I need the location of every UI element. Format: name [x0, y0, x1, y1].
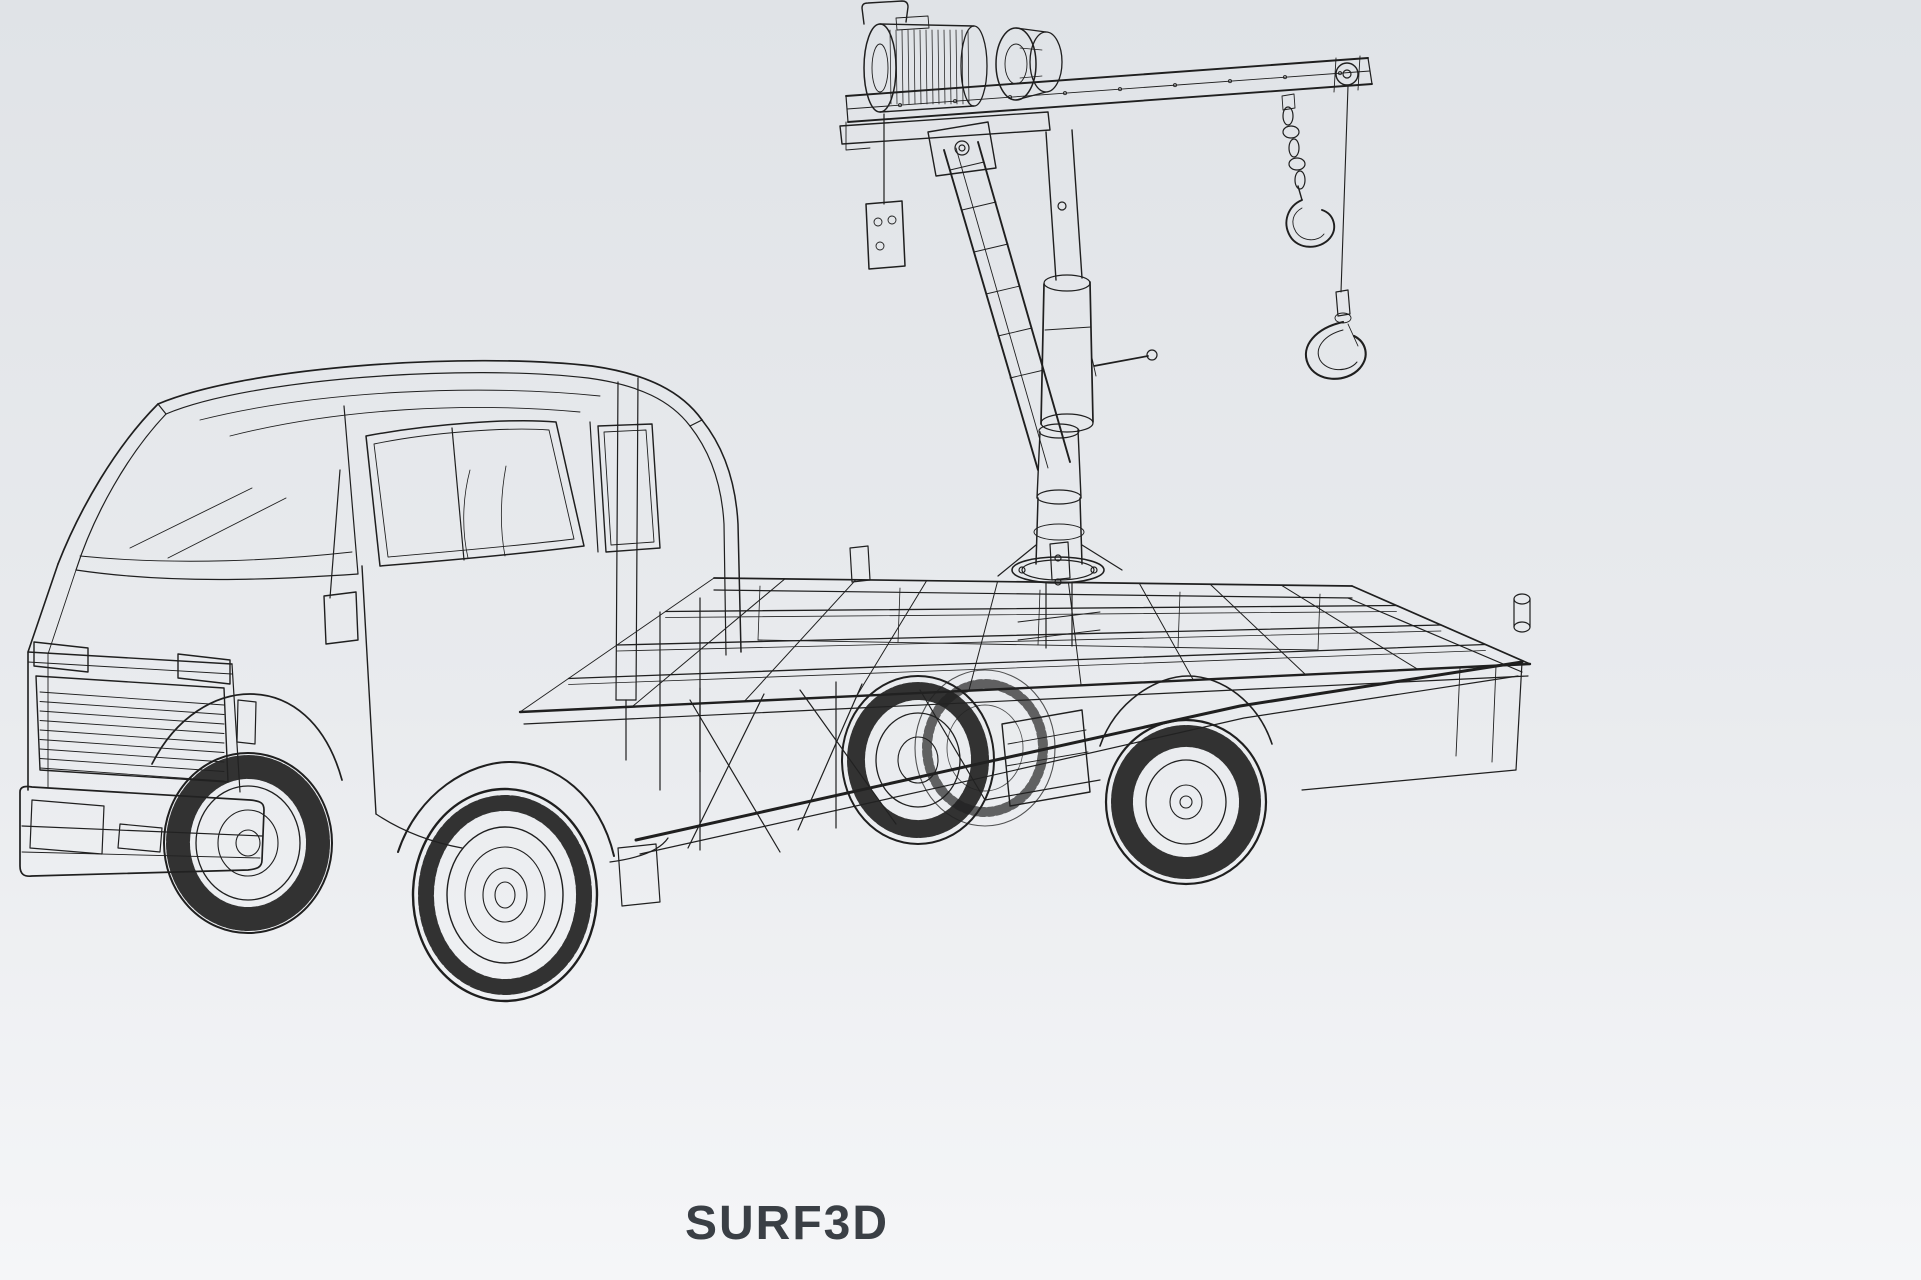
cab-group [58, 361, 741, 862]
rigging-group [866, 56, 1366, 379]
wheel-icon [413, 789, 597, 1001]
chain-icon [1283, 107, 1305, 189]
pulley-icon [1336, 63, 1358, 85]
chain-hook-icon [1286, 200, 1334, 247]
winch-icon [996, 28, 1062, 100]
wheel-icon [842, 676, 994, 844]
lifting-eye-icon [862, 1, 908, 24]
hydraulic-cylinder-icon [1041, 284, 1044, 424]
wheel-icon [915, 670, 1055, 826]
grille-icon [40, 692, 224, 781]
pendant-control-icon [866, 201, 905, 269]
control-lever-icon [1094, 356, 1148, 366]
crane-hook-icon [1306, 322, 1366, 379]
wheels-group [164, 670, 1266, 1001]
jib-rivets [898, 72, 1341, 107]
headlight-icon [34, 642, 88, 672]
headlight-icon [178, 654, 230, 684]
crane-group [840, 1, 1372, 648]
watermark-text: SURF3D [684, 1197, 890, 1250]
flatbed-group [520, 542, 1530, 906]
hoist-cable-icon [1341, 86, 1348, 292]
boom-icon [944, 150, 1038, 470]
wheel-icon [164, 753, 332, 933]
wheel-icon [1106, 720, 1266, 884]
bumper-icon [20, 787, 264, 877]
motor-icon [862, 1, 987, 112]
deck-grid [569, 579, 1486, 707]
